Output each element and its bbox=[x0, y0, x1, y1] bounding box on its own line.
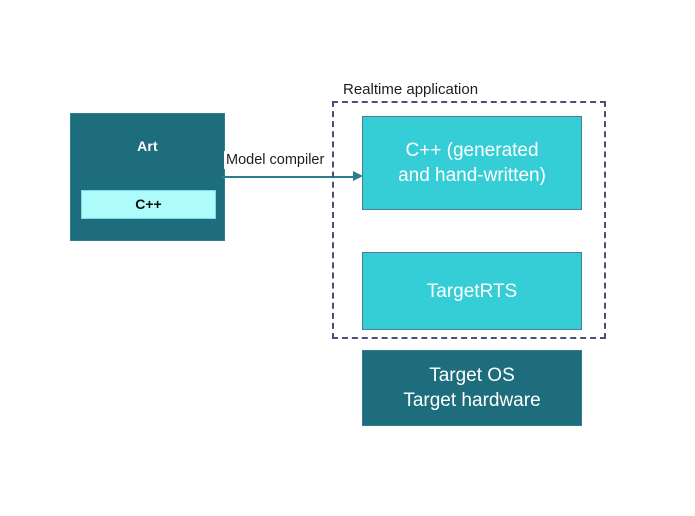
targetrts-box: TargetRTS bbox=[362, 252, 582, 330]
model-compiler-arrow-line bbox=[221, 176, 356, 178]
realtime-application-title: Realtime application bbox=[343, 81, 479, 98]
arrow-head-icon bbox=[353, 171, 363, 181]
model-compiler-label: Model compiler bbox=[224, 151, 327, 169]
art-model-box: Art C++ bbox=[70, 113, 225, 241]
targetrts-label: TargetRTS bbox=[426, 280, 518, 302]
art-box-title: Art bbox=[137, 138, 158, 154]
art-cpp-subbox: C++ bbox=[81, 190, 216, 219]
realtime-application-boundary bbox=[332, 101, 606, 339]
art-cpp-label: C++ bbox=[135, 196, 162, 212]
